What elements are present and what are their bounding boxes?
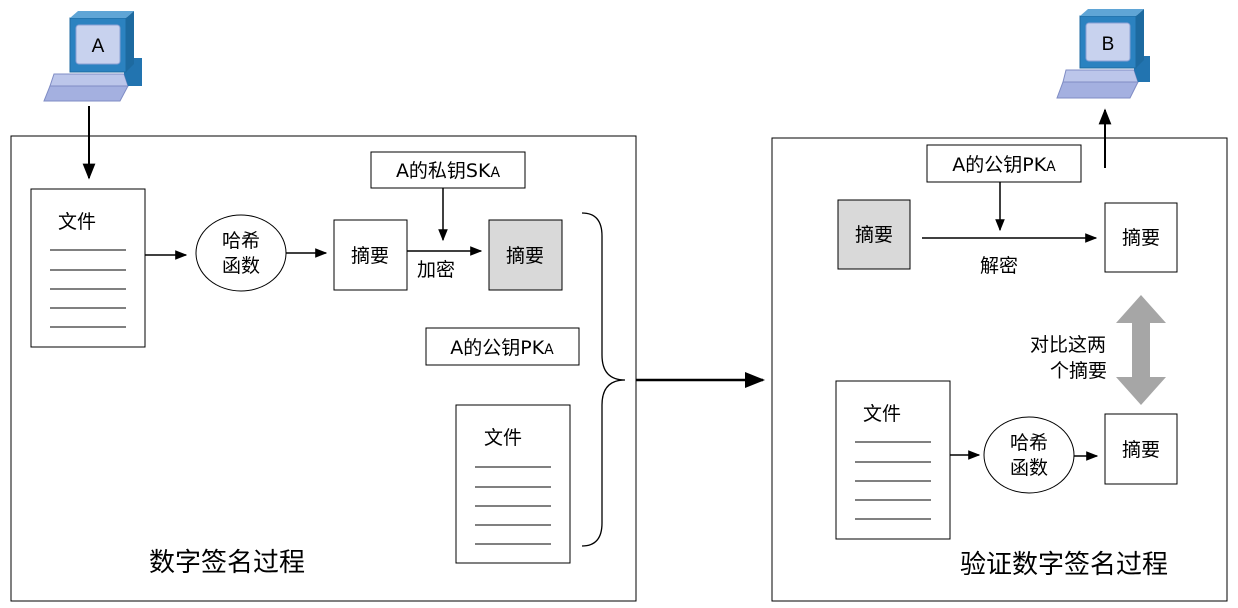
computer-b-icon: B [1056,9,1150,99]
verification-hash-line2: 函数 [1010,457,1048,479]
signing-copy-document: 文件 [455,404,571,564]
verification-document-label: 文件 [863,403,901,425]
signing-public-key-box: A的公钥PKA [425,327,580,366]
decrypted-digest-label: 摘要 [1122,227,1160,249]
signing-public-key-label: A的公钥PKA [450,337,554,359]
computer-a-label: A [92,36,105,57]
verification-public-key-box: A的公钥PKA [926,144,1082,183]
signing-panel [10,135,637,602]
grouping-brace [581,212,626,547]
signing-digest-label: 摘要 [351,245,389,267]
signing-hash-line1: 哈希 [222,230,260,252]
signing-digest: 摘要 [333,219,408,291]
received-digest: 摘要 [837,199,911,270]
signing-hash-function: 哈希 函数 [195,214,287,292]
signing-hash-line2: 函数 [222,255,260,277]
signing-title: 数字签名过程 [149,548,305,578]
computed-digest-label: 摘要 [1122,439,1160,461]
private-key-box: A的私钥SKA [370,151,526,189]
private-key-label: A的私钥SKA [396,160,501,182]
computer-b-label: B [1102,34,1115,55]
encrypted-digest-label: 摘要 [506,245,544,267]
verification-document: 文件 [835,380,951,540]
verification-hash-line1: 哈希 [1010,432,1048,454]
verification-panel [771,137,1228,602]
verification-public-key-label: A的公钥PKA [952,154,1056,176]
verification-hash-function: 哈希 函数 [983,416,1075,494]
compare-line1: 对比这两 [1030,334,1106,356]
encrypt-label: 加密 [417,259,455,281]
decrypt-label: 解密 [980,255,1018,277]
received-digest-label: 摘要 [855,224,893,246]
signing-document-label: 文件 [58,211,96,233]
compare-line2: 个摘要 [1050,360,1107,382]
compare-arrow [1116,295,1166,405]
decrypted-digest: 摘要 [1104,202,1178,273]
signing-copy-document-label: 文件 [484,427,522,449]
encrypted-digest: 摘要 [488,219,563,291]
signing-document: 文件 [30,188,146,348]
computer-a-icon: A [43,11,142,102]
computed-digest: 摘要 [1104,413,1178,485]
verification-title: 验证数字签名过程 [960,550,1168,580]
